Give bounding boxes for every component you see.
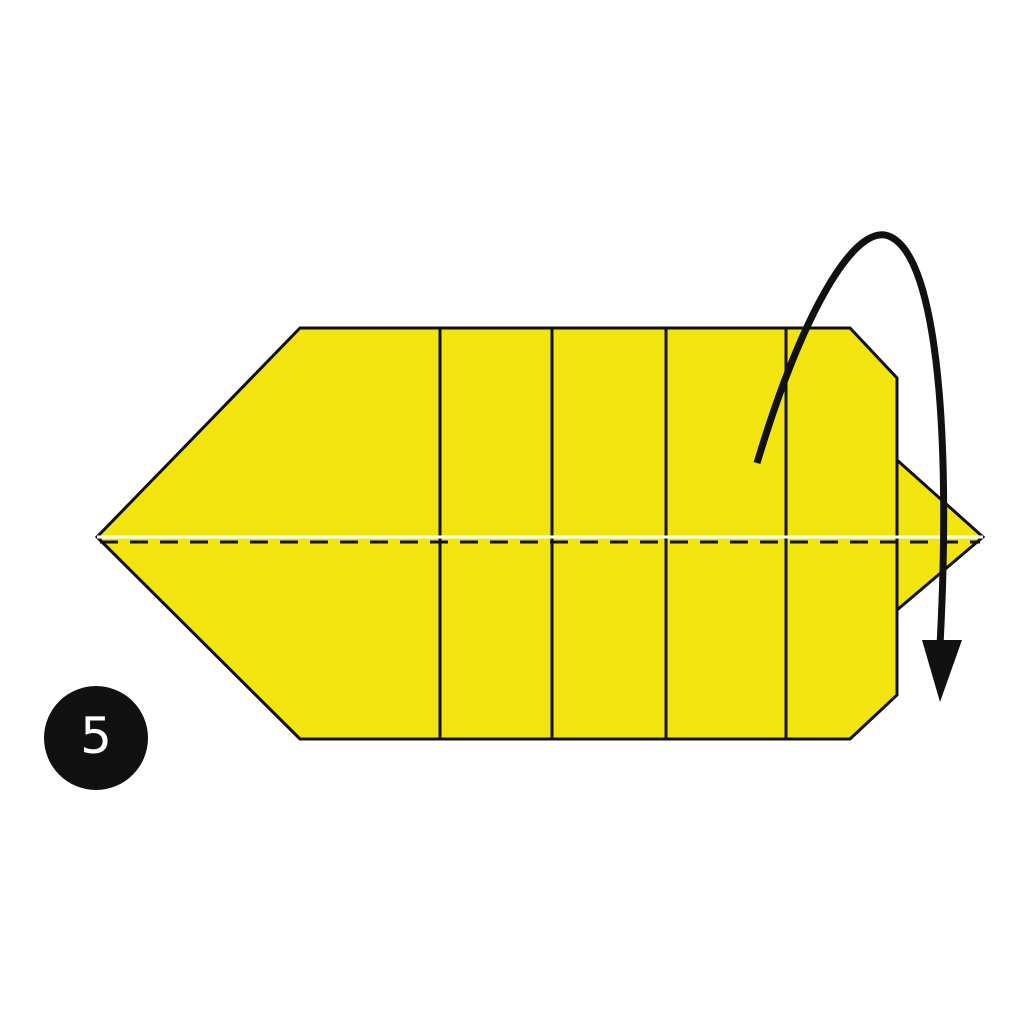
- paper-body: [94, 326, 899, 741]
- curved-arrow-down-icon: [753, 231, 962, 702]
- step-number: 5: [80, 707, 112, 765]
- step-number-badge: 5: [44, 686, 148, 790]
